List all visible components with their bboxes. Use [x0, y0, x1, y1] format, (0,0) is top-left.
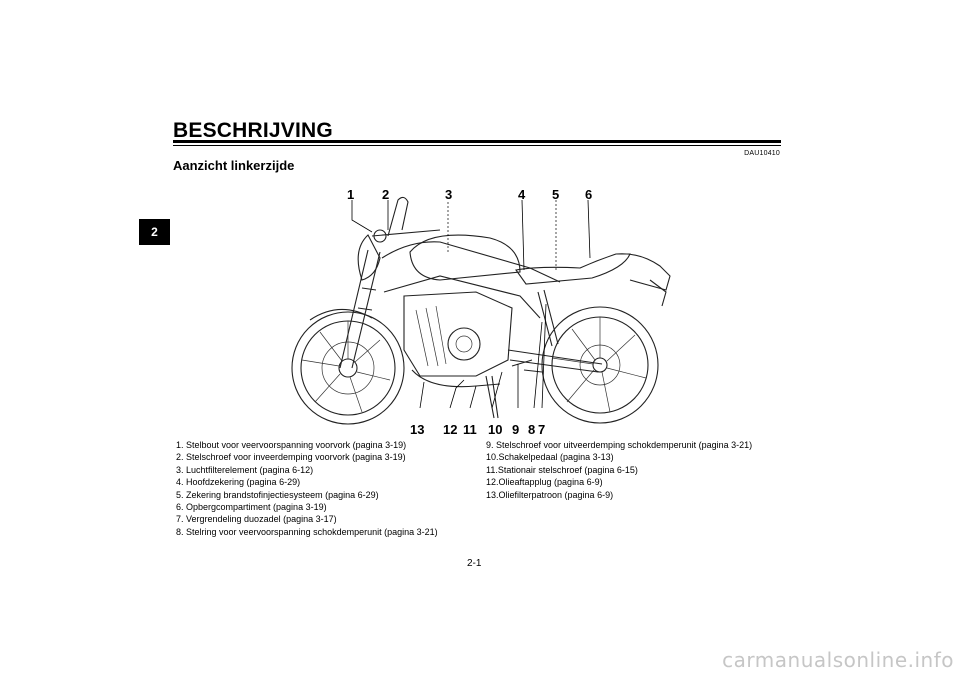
title-rule-thick — [173, 140, 781, 143]
watermark: carmanualsonline.info — [722, 648, 954, 672]
callout-4: 4 — [518, 187, 526, 202]
callout-12: 12 — [443, 422, 458, 437]
legend-item: 7. Vergrendeling duozadel (pagina 3-17) — [176, 514, 337, 525]
legend-item: 9. Stelschroef voor uitveerdemping schok… — [486, 440, 753, 450]
doc-code: DAU10410 — [744, 150, 780, 157]
legend-item: 4. Hoofdzekering (pagina 6-29) — [176, 477, 301, 488]
legend-item: 11.Stationair stelschroef (pagina 6-15) — [486, 464, 638, 475]
legend-item: 2. Stelschroef voor inveerdemping voorvo… — [176, 452, 406, 463]
callout-6: 6 — [585, 187, 593, 202]
callout-2: 2 — [382, 187, 390, 202]
callout-11: 11 — [463, 422, 477, 437]
legend-right: 9. Stelschroef voor uitveerdemping schok… — [486, 439, 752, 501]
page-title: BESCHRIJVING — [173, 119, 333, 142]
legend-item: 3. Luchtfilterelement (pagina 6-12) — [176, 464, 314, 475]
callout-3: 3 — [445, 187, 453, 202]
title-rule-thin — [173, 145, 781, 146]
callout-7: 7 — [538, 422, 546, 437]
legend-item: 1. Stelbout voor veervoorspanning voorvo… — [176, 440, 407, 450]
callout-5: 5 — [552, 187, 560, 202]
legend-item: 13.Oliefilterpatroon (pagina 6-9) — [486, 489, 614, 500]
page-number: 2-1 — [467, 558, 482, 569]
legend-item: 5. Zekering brandstofinjectiesysteem (pa… — [176, 489, 379, 500]
rear-wheel — [541, 306, 659, 424]
chapter-tab: 2 — [139, 219, 170, 245]
legend-item: 6. Opbergcompartiment (pagina 3-19) — [176, 502, 327, 513]
callout-9: 9 — [512, 422, 520, 437]
callout-8: 8 — [528, 422, 536, 437]
legend-item: 8. Stelring voor veervoorspanning schokd… — [176, 526, 438, 537]
section-title: Aanzicht linkerzijde — [173, 158, 295, 173]
legend-item: 10.Schakelpedaal (pagina 3-13) — [486, 452, 614, 463]
legend-left: 1. Stelbout voor veervoorspanning voorvo… — [176, 439, 438, 538]
callout-10: 10 — [488, 422, 503, 437]
legend-item: 12.Olieaftapplug (pagina 6-9) — [486, 477, 603, 488]
front-wheel — [291, 311, 405, 425]
motorcycle-illustration — [291, 196, 671, 425]
callout-13: 13 — [410, 422, 425, 437]
callout-1: 1 — [347, 187, 355, 202]
